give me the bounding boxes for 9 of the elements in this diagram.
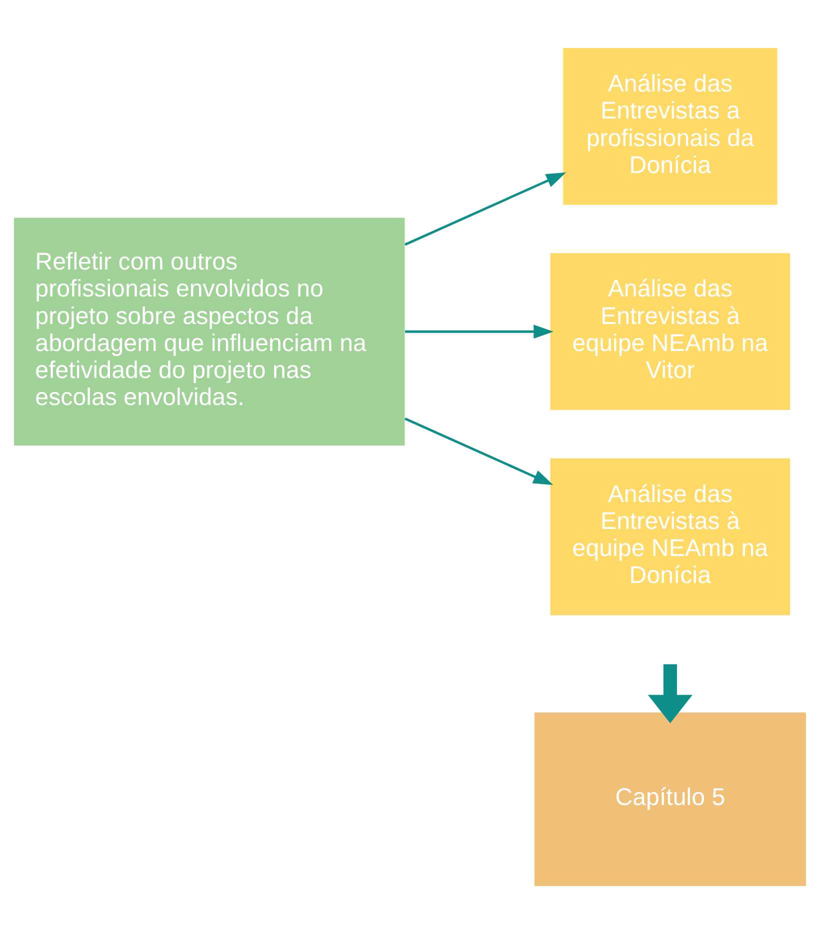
node-box: Análise das Entrevistas a profissionais da Donícia [563, 48, 778, 205]
node-box: Análise das Entrevistas à equipe NEAmb na Donícia [550, 458, 790, 616]
node-box: Capítulo 5 [534, 712, 806, 886]
node-box: Análise das Entrevistas à equipe NEAmb na Vitor [550, 253, 790, 410]
arrow [648, 664, 692, 724]
arrow [405, 324, 554, 339]
arrow [404, 418, 554, 486]
node-box: Refletir com outros profissionais envolvidos no projeto sobre aspectos da abordagem que influenciam na efetividade do projeto nas escolas envolvidas. [14, 218, 405, 446]
arrow [404, 172, 566, 246]
